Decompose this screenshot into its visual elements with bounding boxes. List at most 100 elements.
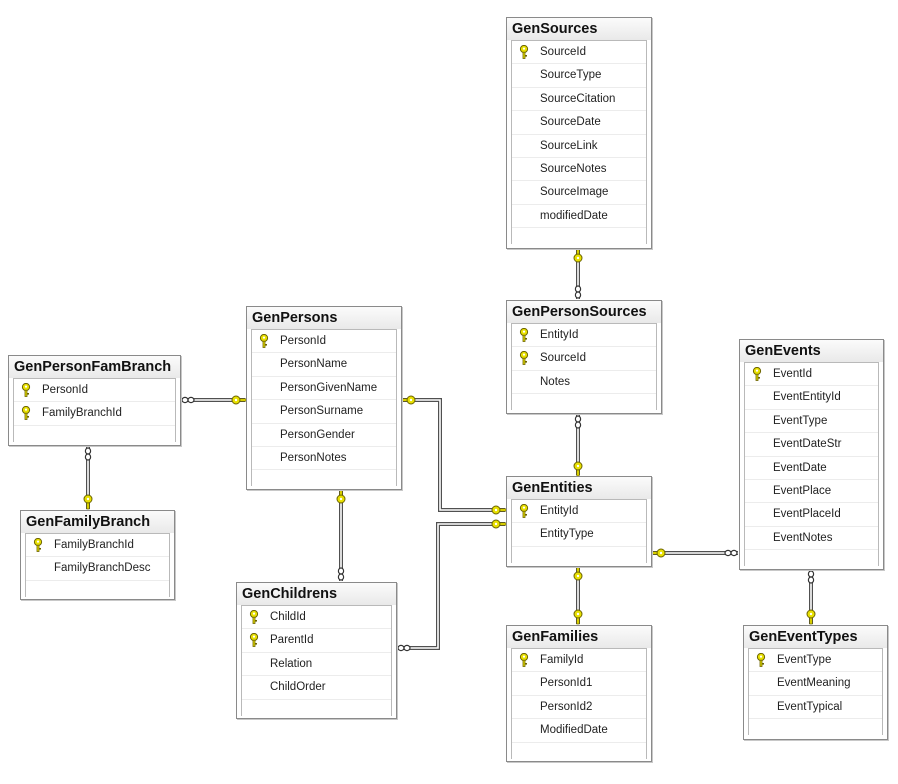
field-row[interactable]: EntityId bbox=[512, 500, 646, 524]
field-row[interactable]: EventTypical bbox=[749, 696, 882, 720]
field-name: PersonId bbox=[42, 384, 89, 396]
field-row[interactable]: ParentId bbox=[242, 629, 391, 653]
field-row[interactable]: PersonId bbox=[252, 330, 396, 354]
field-row[interactable]: EntityId bbox=[512, 324, 656, 348]
field-name: PersonId1 bbox=[540, 677, 593, 690]
empty-row bbox=[512, 228, 646, 244]
field-row[interactable]: SourceLink bbox=[512, 135, 646, 158]
field-row[interactable]: SourceId bbox=[512, 347, 656, 371]
table-title: GenPersons bbox=[247, 307, 401, 329]
field-row[interactable]: PersonId bbox=[14, 379, 175, 403]
field-row[interactable]: PersonName bbox=[252, 353, 396, 377]
empty-row bbox=[26, 581, 169, 597]
field-row[interactable]: EventMeaning bbox=[749, 672, 882, 696]
field-row[interactable]: SourceType bbox=[512, 64, 646, 88]
field-row[interactable]: EventEntityId bbox=[745, 386, 878, 410]
field-row[interactable]: PersonGender bbox=[252, 424, 396, 447]
field-row[interactable]: PersonNotes bbox=[252, 447, 396, 471]
table-title: GenChildrens bbox=[237, 583, 396, 605]
field-row[interactable]: SourceDate bbox=[512, 111, 646, 135]
field-row[interactable]: ModifiedDate bbox=[512, 719, 646, 743]
table-title: GenFamilies bbox=[507, 626, 651, 648]
field-row[interactable]: FamilyBranchDesc bbox=[26, 557, 169, 581]
field-name: FamilyBranchId bbox=[42, 407, 122, 420]
field-name: PersonGivenName bbox=[280, 381, 378, 394]
table-title: GenPersonSources bbox=[507, 301, 661, 323]
field-row[interactable]: EventNotes bbox=[745, 527, 878, 551]
field-row[interactable]: PersonId2 bbox=[512, 696, 646, 720]
empty-row bbox=[512, 394, 656, 410]
field-row[interactable]: PersonSurname bbox=[252, 400, 396, 424]
field-name: EntityId bbox=[540, 329, 579, 341]
field-row[interactable]: FamilyBranchId bbox=[14, 402, 175, 426]
field-row[interactable]: FamilyId bbox=[512, 649, 646, 673]
field-row[interactable]: Notes bbox=[512, 371, 656, 395]
field-row[interactable]: EventType bbox=[745, 410, 878, 434]
field-row[interactable]: EventId bbox=[745, 363, 878, 387]
table-title: GenFamilyBranch bbox=[21, 511, 174, 533]
field-name: PersonId bbox=[280, 335, 327, 347]
field-name: SourceId bbox=[540, 352, 587, 365]
field-row[interactable]: EventDateStr bbox=[745, 433, 878, 457]
field-row[interactable]: EventDate bbox=[745, 457, 878, 480]
field-row[interactable]: ChildId bbox=[242, 606, 391, 630]
table-title: GenEntities bbox=[507, 477, 651, 499]
field-row[interactable]: SourceNotes bbox=[512, 158, 646, 182]
field-name: modifiedDate bbox=[540, 209, 608, 222]
key-end-icon bbox=[491, 519, 507, 529]
field-row[interactable]: EventPlace bbox=[745, 480, 878, 504]
infinity-end-icon bbox=[807, 570, 815, 584]
field-row[interactable]: modifiedDate bbox=[512, 205, 646, 229]
field-name: ParentId bbox=[270, 634, 314, 647]
empty-row bbox=[14, 426, 175, 442]
field-name: EventPlace bbox=[773, 484, 832, 497]
field-row[interactable]: SourceImage bbox=[512, 181, 646, 205]
field-row[interactable]: EventPlaceId bbox=[745, 503, 878, 527]
field-row[interactable]: Relation bbox=[242, 653, 391, 677]
relationship-line bbox=[396, 522, 505, 650]
field-name: FamilyBranchId bbox=[54, 539, 134, 551]
field-row[interactable]: SourceId bbox=[512, 41, 646, 65]
key-end-icon bbox=[491, 505, 507, 515]
field-name: EventType bbox=[773, 414, 828, 427]
field-row[interactable]: SourceCitation bbox=[512, 88, 646, 112]
field-name: EventMeaning bbox=[777, 677, 851, 690]
field-name: EventDate bbox=[773, 461, 827, 474]
field-name: Relation bbox=[270, 657, 313, 670]
key-end-icon bbox=[573, 565, 583, 581]
field-name: ModifiedDate bbox=[540, 724, 608, 737]
field-name: EventPlaceId bbox=[773, 508, 841, 521]
field-row[interactable]: FamilyBranchId bbox=[26, 534, 169, 558]
field-row[interactable]: ChildOrder bbox=[242, 676, 391, 700]
field-row[interactable]: PersonGivenName bbox=[252, 377, 396, 401]
infinity-end-icon bbox=[84, 447, 92, 461]
field-row[interactable]: EntityType bbox=[512, 523, 646, 547]
key-end-icon bbox=[650, 548, 666, 558]
key-end-icon bbox=[400, 395, 416, 405]
table-title: GenPersonFamBranch bbox=[9, 356, 180, 378]
field-name: ChildId bbox=[270, 611, 306, 623]
field-row[interactable]: PersonId1 bbox=[512, 672, 646, 696]
field-name: SourceImage bbox=[540, 186, 609, 199]
empty-row bbox=[512, 547, 646, 563]
field-name: FamilyId bbox=[540, 654, 584, 666]
field-row[interactable]: EventType bbox=[749, 649, 882, 673]
field-name: PersonSurname bbox=[280, 405, 364, 418]
empty-row bbox=[749, 719, 882, 735]
